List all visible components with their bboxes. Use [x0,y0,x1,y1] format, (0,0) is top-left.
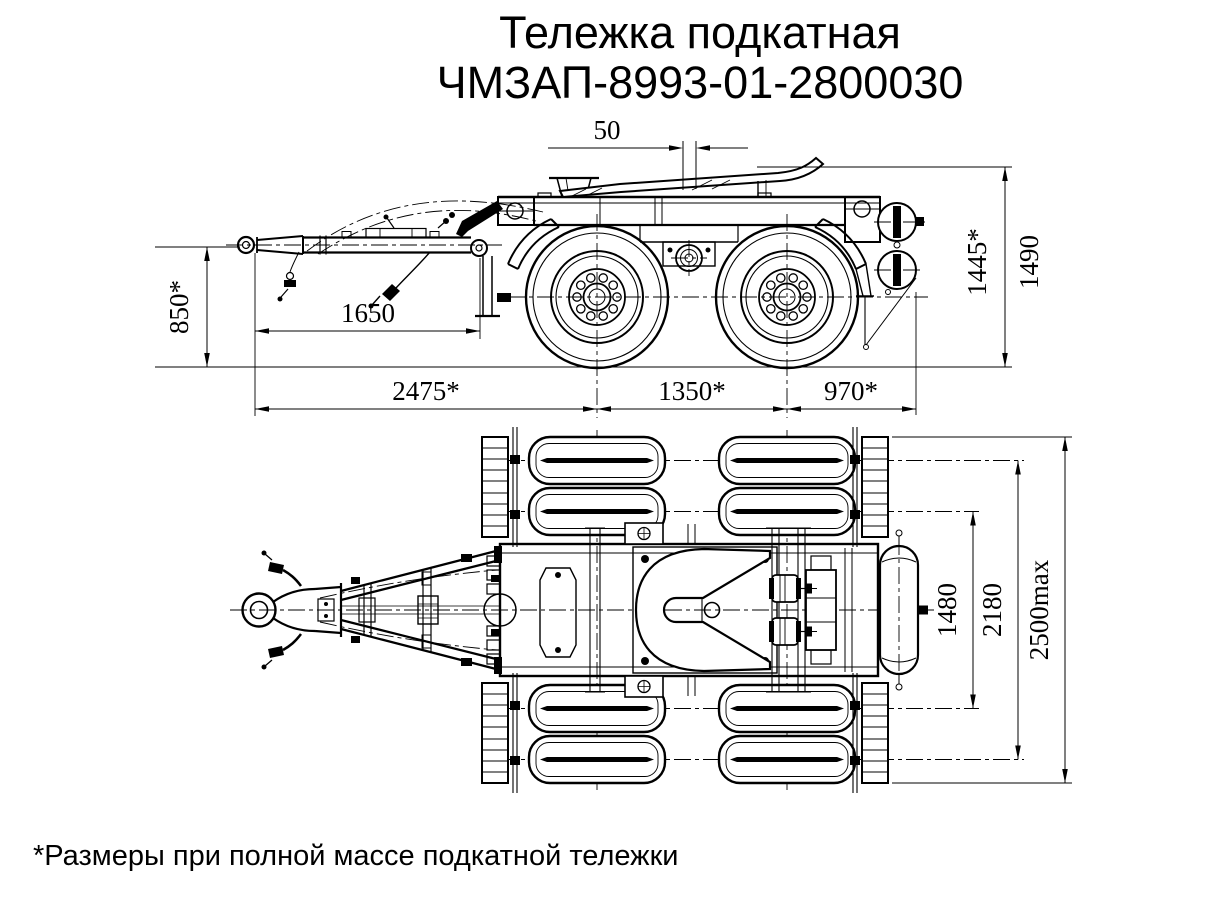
plan-view: 1480 2180 2500max [230,426,1072,794]
fender-front-top-plan [481,426,521,548]
fender-rear-top-plan [849,426,889,548]
fender-rear-bottom-plan [849,672,889,794]
brake-hoses-side [277,200,544,309]
dim-front-section: 2475* [392,376,460,406]
dim-kingpin-offset: 50 [594,115,621,145]
fender-front-side [507,218,560,270]
side-view: 50 850* 1650 2 [155,115,1044,418]
dim-overall-width: 2500max [1024,559,1054,660]
bogie-pivot [639,225,739,276]
fender-front-bottom-plan [481,672,521,794]
dim-height-laden: 1445* [962,228,992,296]
spring-bracket-bottom [624,675,664,698]
dim-axle-base: 1350* [658,376,726,406]
drawing-title-line1: Тележка подкатная [499,7,901,58]
dim-eye-height: 850* [164,280,194,334]
tire-front-outer-top [527,435,667,486]
fender-rear-side [814,218,917,350]
tire-rear-outer-bottom [717,734,857,785]
drawbar-side [226,201,511,318]
dim-height-top: 1490 [1014,235,1044,289]
plan-dimensions: 1480 2180 2500max [932,437,1068,783]
dim-track-inner: 1480 [932,583,962,637]
spring-bracket-top [624,522,664,545]
air-tank-plan [878,529,928,691]
fifth-wheel-plan [632,546,778,674]
dim-rear-section: 970* [824,376,878,406]
dim-track-outer: 2180 [977,583,1007,637]
drawing-model-number: ЧМЗАП-8993-01-2800030 [436,57,964,109]
air-tanks-side [874,202,925,295]
footnote: *Размеры при полной массе подкатной теле… [33,840,679,872]
side-dimensions: 50 850* 1650 2 [164,115,1044,416]
drawbar-plan [241,546,502,674]
axle-assembly-plan [768,555,837,665]
fifth-wheel-side [549,141,825,199]
tire-rear-outer-top [717,435,857,486]
drawing-title: Тележка подкатная ЧМЗАП-8993-01-2800030 [192,7,1208,109]
tire-front-outer-bottom [527,734,667,785]
dim-drawbar-length: 1650 [341,298,395,328]
